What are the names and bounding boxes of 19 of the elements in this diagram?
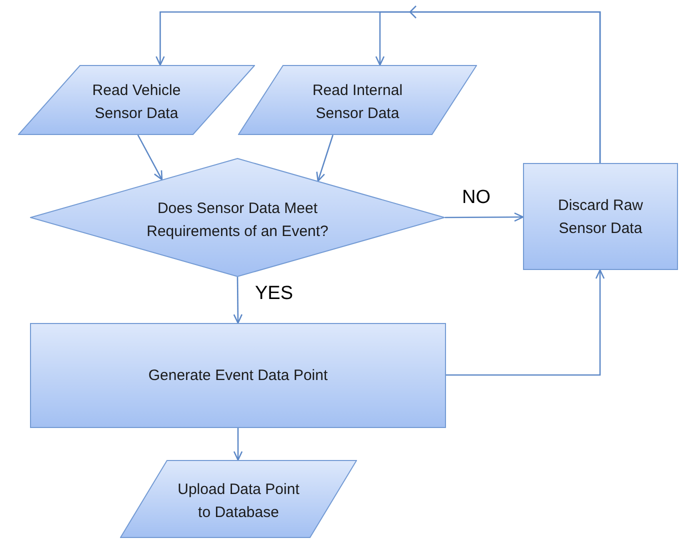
arrow [445,212,524,222]
data-parallelogram [18,65,255,135]
node-label: Read Vehicle Sensor Data [91,81,182,124]
arrow [137,134,163,180]
data-parallelogram [120,460,357,538]
arrow [446,269,605,376]
arrow [316,134,334,182]
process-box [523,163,678,270]
node-label: Upload Data Point to Database [176,480,300,523]
decision-diamond [30,158,445,277]
node-label: Does Sensor Data Meet Requirements of an Event? [146,198,330,242]
node-label: Discard Raw Sensor Data [556,196,644,238]
node-label: Read Internal Sensor Data [311,81,404,124]
arrow [233,428,243,461]
arrow [375,5,601,164]
node-label: Generate Event Data Point [148,366,328,386]
process-box [30,323,446,428]
arrow [233,277,243,324]
data-parallelogram [238,65,477,135]
